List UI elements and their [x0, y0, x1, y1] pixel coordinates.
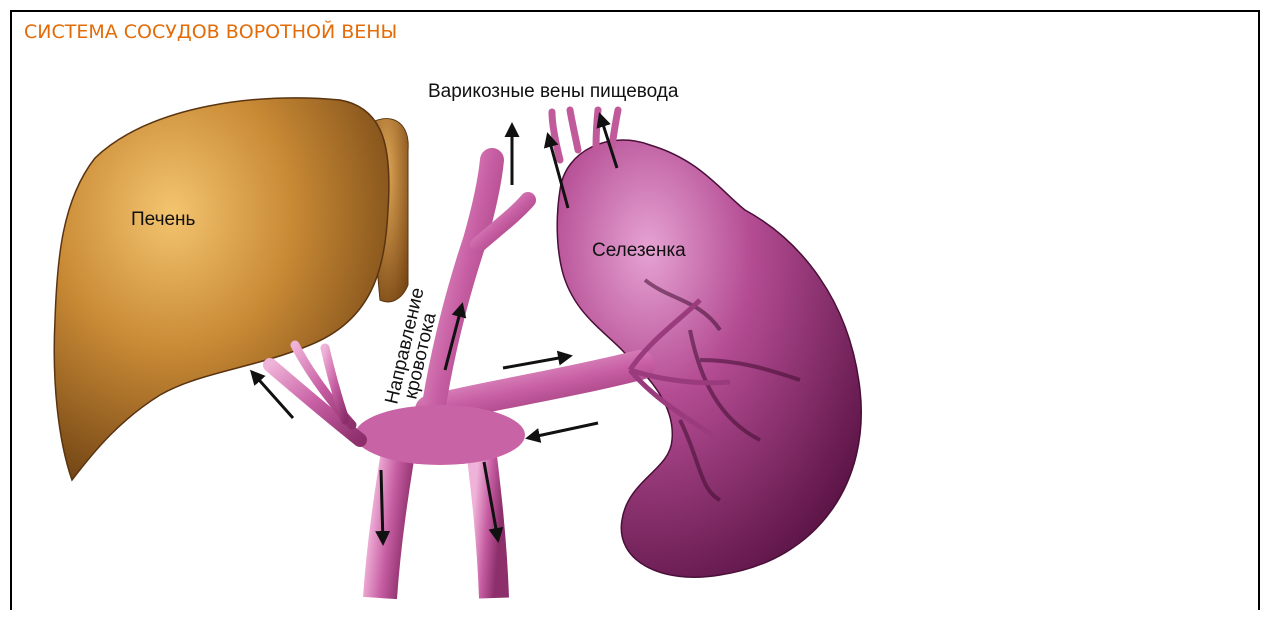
label-spleen: Селезенка	[592, 240, 686, 261]
label-varices: Варикозные вены пищевода	[428, 81, 679, 102]
label-liver: Печень	[131, 209, 196, 230]
